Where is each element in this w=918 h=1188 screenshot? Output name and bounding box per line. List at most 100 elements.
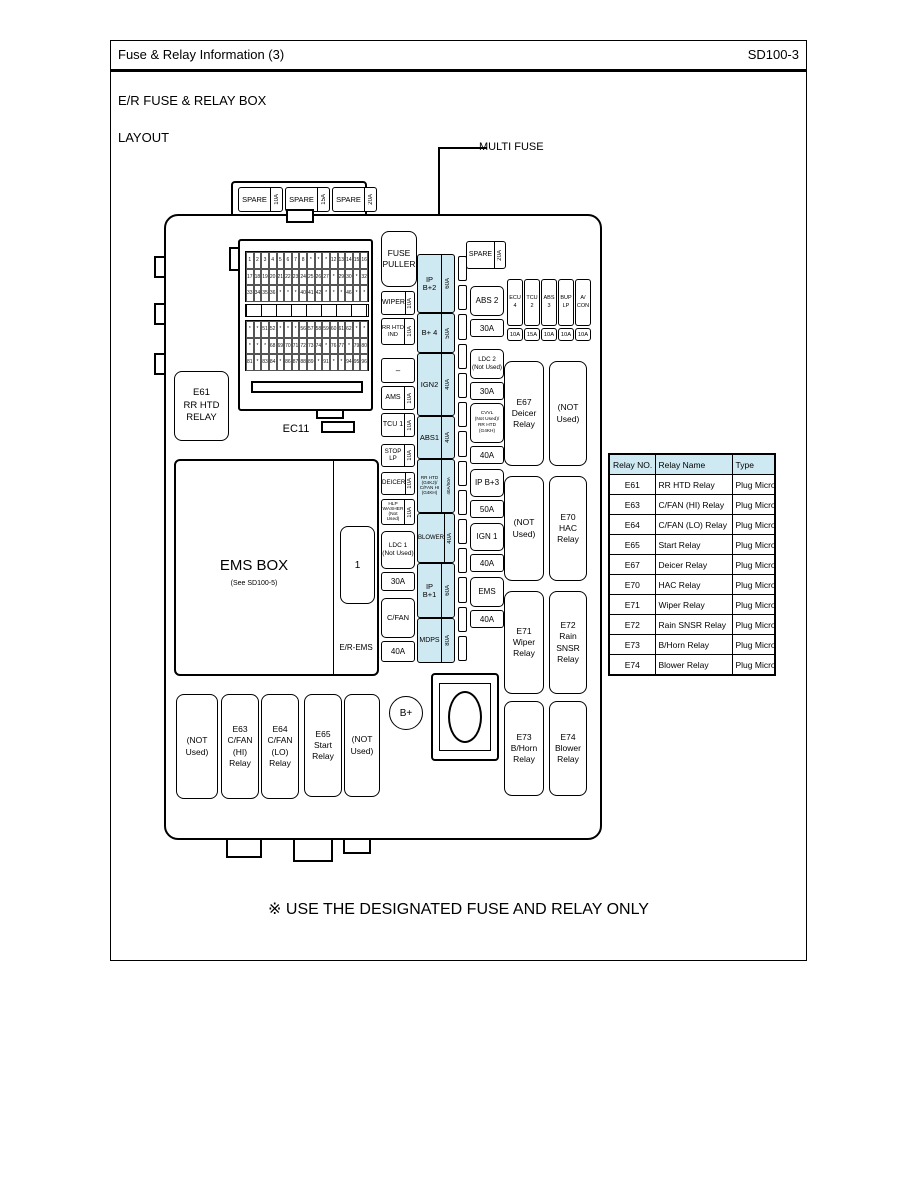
connector-pin: 94 [345,354,353,371]
connector-pin: * [337,354,346,371]
connector-pin: * [329,285,338,302]
fuse-spare-1: SPARE 10A [238,187,283,212]
fuse-ems-rating: 40A [470,610,504,628]
stud-oval [448,691,482,743]
connector-pin: 33 [246,285,254,302]
connector-pin: * [352,268,361,286]
multi-fuse-callout: MULTI FUSE [479,141,544,153]
multifuse-rr-htd-cfan-hi: RR HTD (G4KJ)/ C/FAN HI (G4KH) 40A/50A [417,459,455,513]
relay-table-header-name: Relay Name [654,453,733,475]
fuse-deicer: DEICER 10A [381,472,415,495]
fuse-spare-3: SPARE 20A [332,187,377,212]
callout-leader-line [438,147,487,149]
connector-pin: * [291,285,300,302]
relay-table-header-type: Type [731,453,776,475]
relay-not-used-1: (NOT Used) [549,361,587,466]
multifuse-mdps: MDPS 80A [417,618,455,663]
fuse-ip-b3: IP B+3 [470,469,504,497]
fuse-abs-3: ABS 3 [541,279,557,326]
connector-pin: 84 [268,354,277,371]
terminal-slot [458,285,467,311]
relay-e71-wiper: E71 Wiper Relay [504,591,544,694]
connector-pin: 88 [299,354,307,371]
connector-pin: 21 [276,268,285,286]
connector-pin: 32 [360,268,368,286]
connector-pin: 69 [276,337,285,355]
fuse-ecu-4-rating: 10A [507,328,523,341]
fuse-ecu-4: ECU 4 [507,279,523,326]
box-foot [343,838,371,854]
connector-latch [286,209,314,223]
fuse-abs-2: ABS 2 [470,286,504,316]
connector-pin: 30 [345,268,353,286]
connector-pin: 70 [284,337,292,355]
er-ems-label: E/R-EMS [339,642,373,652]
connector-pin: 36 [268,285,277,302]
fuse-abs-3-rating: 10A [541,328,557,341]
terminal-slot [458,548,467,574]
fuse-ldc-1: LDC 1 (Not Used) [381,531,415,569]
connector-pin: * [307,252,315,269]
section-title: E/R FUSE & RELAY BOX [118,93,267,108]
connector-pin: 23 [291,268,300,286]
terminal-slot [458,314,467,340]
connector-pin: * [276,285,285,302]
page-title: Fuse & Relay Information (3) [118,47,285,62]
connector-pin: * [322,337,330,355]
terminal-slot [458,256,467,282]
fuse-tcu-1: TCU 1 10A [381,413,415,437]
connector-pin: 25 [307,268,315,286]
stud-housing [431,673,499,761]
multifuse-blower: BLOWER 40A [417,513,455,563]
connector-pin: * [337,285,346,302]
connector-pin: 62 [345,321,353,338]
connector-pin: 3 [261,252,269,269]
connector-stub [321,421,355,433]
connector-pin: 1 [246,252,254,269]
fuse-spare-right: SPARE 20A [466,241,506,269]
connector-pin: 89 [307,354,315,371]
connector-pin: * [329,268,338,286]
connector-pin: 26 [314,268,323,286]
connector-pin: 19 [261,268,269,286]
fuse-stop-lp: STOP LP 10A [381,444,415,467]
fuse-a-con: A/ CON [575,279,591,326]
terminal-slot [458,489,467,515]
connector-pin: 34 [253,285,262,302]
fuse-bup-lp-rating: 10A [558,328,574,341]
relay-e73-b-horn: E73 B/Horn Relay [504,701,544,796]
connector-pin: * [261,337,269,355]
fuse-abs-2-rating: 30A [470,319,504,337]
terminal-slot [458,577,467,603]
connector-pin: 74 [314,337,323,355]
callout-leader-line [438,147,440,246]
box-foot [293,838,333,862]
relay-e67-deicer: E67 Deicer Relay [504,361,544,466]
connector-pin: 83 [261,354,269,371]
connector-pin: * [352,285,361,302]
footnote: ※ USE THE DESIGNATED FUSE AND RELAY ONLY [268,901,649,918]
fuse-cfan-rating: 40A [381,641,415,662]
fuse-ldc-1-rating: 30A [381,572,415,591]
connector-pin: 40 [299,285,307,302]
connector-pin: 20 [268,268,277,286]
connector-pin: * [360,285,368,302]
relay-e64-cfan-lo: E64 C/FAN (LO) Relay [261,694,299,799]
connector-pin: 59 [322,321,330,338]
connector-pin: 61 [337,321,346,338]
connector-pin: 35 [261,285,269,302]
fuse-blank: – [381,358,415,383]
connector-pin: 46 [345,285,353,302]
